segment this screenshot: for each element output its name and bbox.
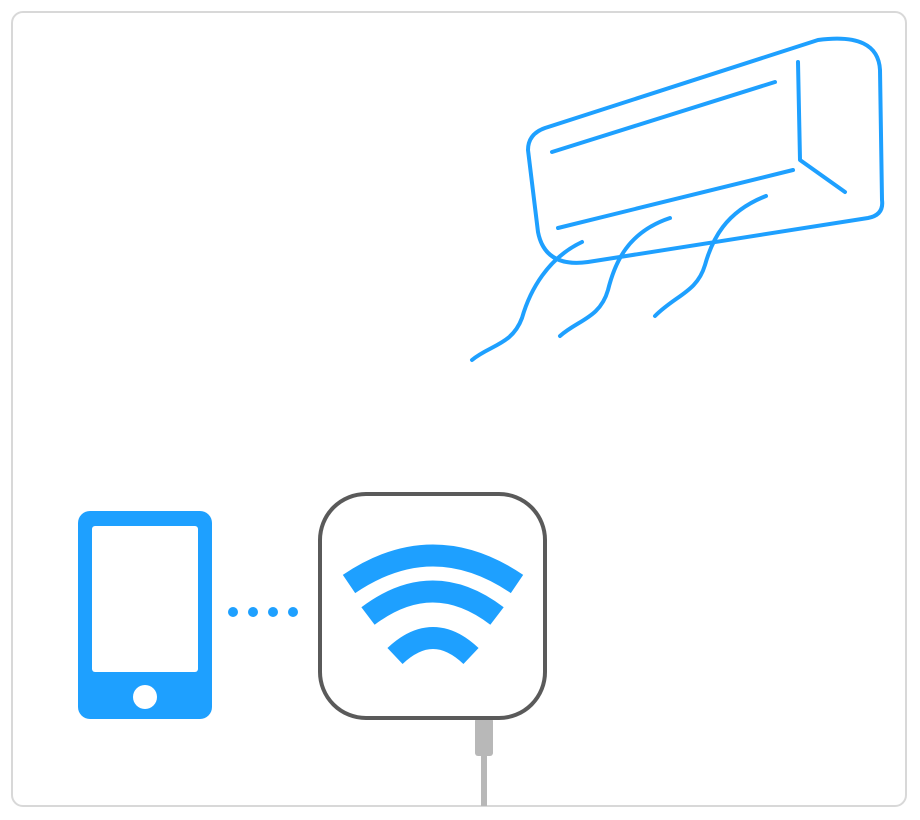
wifi-arc-middle: [361, 580, 504, 625]
airflow-stream-1: [470, 240, 584, 362]
cable-wire: [481, 754, 487, 806]
connection-dot: [248, 607, 258, 617]
airflow-stream-2: [558, 216, 672, 338]
airflow-icon: [470, 194, 768, 362]
phone-home-button: [133, 685, 157, 709]
wifi-arc-inner: [387, 627, 479, 665]
connection-dot: [268, 607, 278, 617]
wifi-arc-outer: [342, 544, 524, 594]
ac-top-line: [550, 80, 777, 154]
ac-side-panel: [796, 60, 847, 194]
power-cable-icon: [475, 718, 493, 806]
ac-body: [526, 36, 885, 265]
airflow-stream-3: [653, 194, 768, 318]
air-conditioner-icon: [526, 36, 885, 265]
smartphone-icon: [78, 511, 212, 719]
hub-body: [318, 492, 547, 720]
ac-vent-line: [556, 168, 795, 230]
phone-screen: [92, 526, 198, 672]
connection-dot: [288, 607, 298, 617]
cable-plug: [475, 718, 493, 756]
connection-dot: [228, 607, 238, 617]
dotted-connection-icon: [228, 607, 298, 617]
wifi-hub-icon: [318, 492, 547, 720]
wifi-signal-icon: [342, 544, 524, 665]
